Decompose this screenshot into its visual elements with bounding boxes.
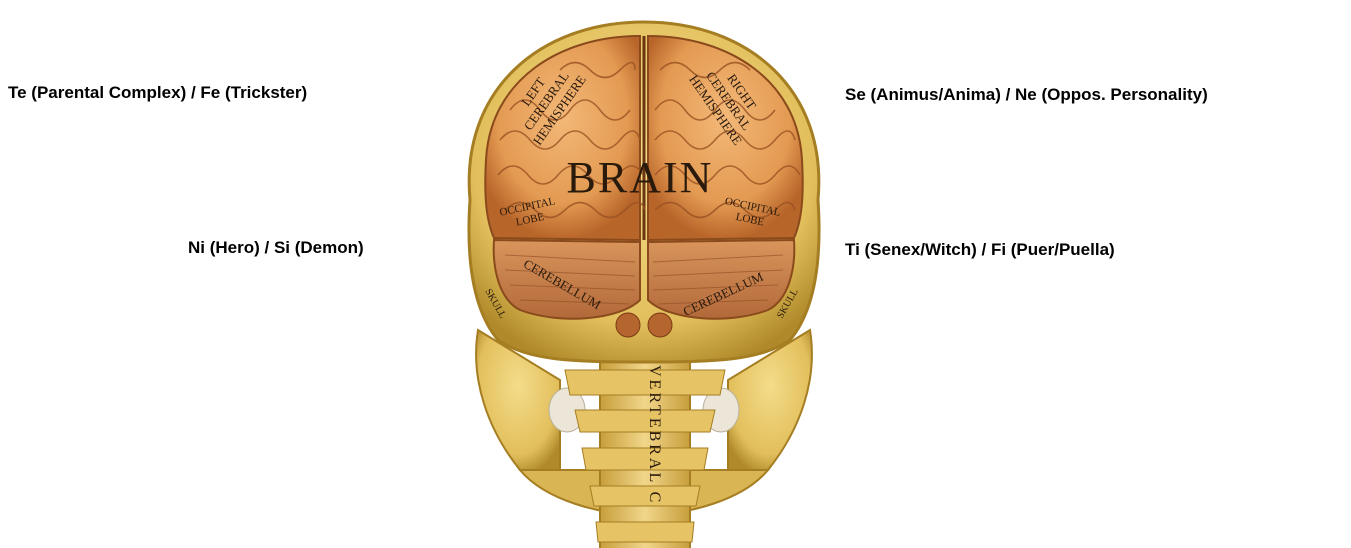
vertebral-label: VERTEBRAL C — [646, 365, 663, 505]
vertebral-column — [565, 340, 725, 548]
brain-label: BRAIN — [567, 153, 714, 202]
cerebellum-right — [648, 240, 794, 319]
